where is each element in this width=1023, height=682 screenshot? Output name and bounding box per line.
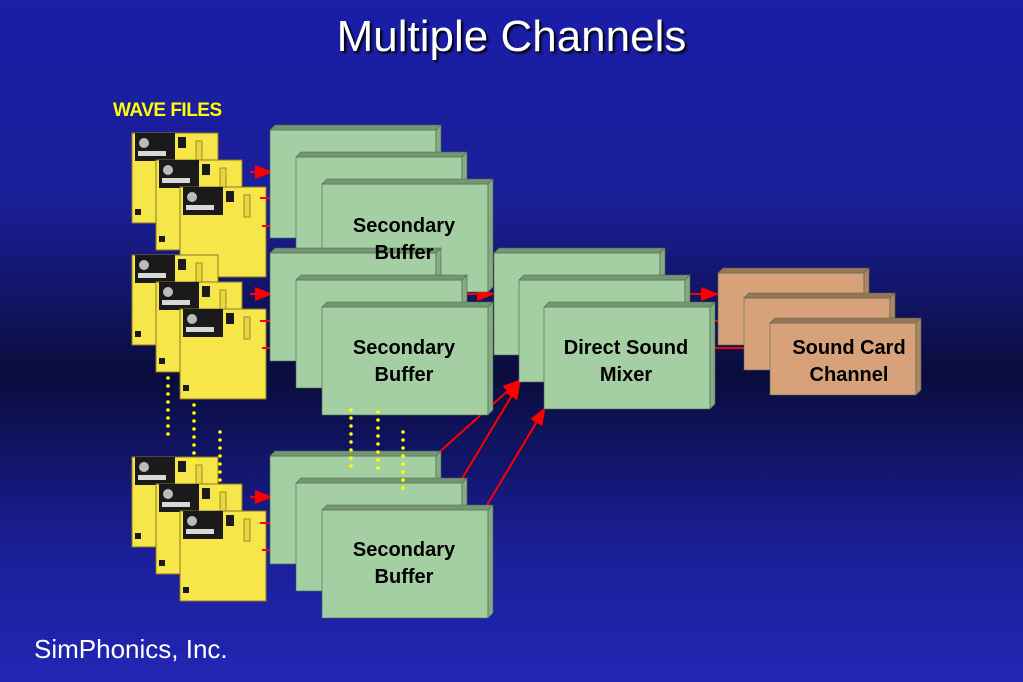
dot	[376, 410, 380, 414]
buffer-label-bottom: Secondary Buffer	[322, 537, 486, 591]
dot	[349, 408, 353, 412]
dot	[349, 440, 353, 444]
mixer-box	[543, 301, 716, 410]
soundcard-label-line2: Channel	[809, 364, 889, 386]
dot	[166, 392, 170, 396]
dot	[376, 458, 380, 462]
dot	[192, 411, 196, 415]
dot	[166, 416, 170, 420]
dot	[401, 486, 405, 490]
dot	[192, 419, 196, 423]
dot	[166, 400, 170, 404]
floppy-disk-icon	[179, 308, 267, 400]
dot	[218, 470, 222, 474]
secondary-buffer-box	[321, 301, 494, 416]
footer-company: SimPhonics, Inc.	[34, 634, 228, 664]
dot	[218, 430, 222, 434]
dot	[401, 430, 405, 434]
dot	[349, 456, 353, 460]
floppy-disk-icon	[179, 510, 267, 602]
dot	[192, 435, 196, 439]
buffer-label-middle: Secondary Buffer	[322, 335, 486, 389]
dot	[166, 384, 170, 388]
dot	[166, 424, 170, 428]
dot	[401, 462, 405, 466]
dot	[376, 442, 380, 446]
continuation-dots	[166, 376, 405, 490]
buffer-label-line1: Secondary	[352, 539, 456, 561]
dot	[401, 470, 405, 474]
arrow	[459, 381, 521, 483]
dot	[218, 486, 222, 490]
dot	[166, 408, 170, 412]
soundcard-label: Sound Card Channel	[768, 335, 930, 389]
dot	[192, 451, 196, 455]
soundcard-box	[769, 317, 922, 396]
dot	[401, 438, 405, 442]
dot	[401, 478, 405, 482]
buffer-label-line2: Buffer	[374, 242, 434, 264]
page-title: Multiple Channels	[336, 12, 687, 61]
dot	[401, 454, 405, 458]
mixer-label-line1: Direct Sound	[563, 337, 689, 359]
dot	[401, 446, 405, 450]
dot	[192, 443, 196, 447]
buffer-label-line2: Buffer	[374, 566, 434, 588]
boxes-group	[269, 124, 922, 619]
secondary-buffer-box	[321, 504, 494, 619]
buffer-label-line1: Secondary	[352, 337, 456, 359]
dot	[376, 450, 380, 454]
dot	[376, 418, 380, 422]
buffer-label-line1: Secondary	[352, 215, 456, 237]
dot	[192, 403, 196, 407]
dot	[218, 446, 222, 450]
arrow	[486, 407, 546, 506]
dot	[349, 432, 353, 436]
dot	[349, 448, 353, 452]
dot	[166, 376, 170, 380]
soundcard-label-line1: Sound Card	[792, 337, 906, 359]
dot	[218, 454, 222, 458]
dot	[349, 416, 353, 420]
dot	[218, 462, 222, 466]
dot	[376, 426, 380, 430]
wave-files-label: WAVE FILES	[113, 100, 222, 121]
dot	[192, 459, 196, 463]
wave-files-group	[131, 132, 267, 602]
dot	[349, 464, 353, 468]
mixer-label-line2: Mixer	[599, 364, 653, 386]
dot	[376, 466, 380, 470]
mixer-label: Direct Sound Mixer	[538, 335, 714, 389]
buffer-label-top: Secondary Buffer	[322, 213, 486, 267]
dot	[376, 434, 380, 438]
dot	[349, 424, 353, 428]
dot	[218, 478, 222, 482]
dot	[218, 438, 222, 442]
buffer-label-line2: Buffer	[374, 364, 434, 386]
dot	[192, 427, 196, 431]
dot	[166, 432, 170, 436]
